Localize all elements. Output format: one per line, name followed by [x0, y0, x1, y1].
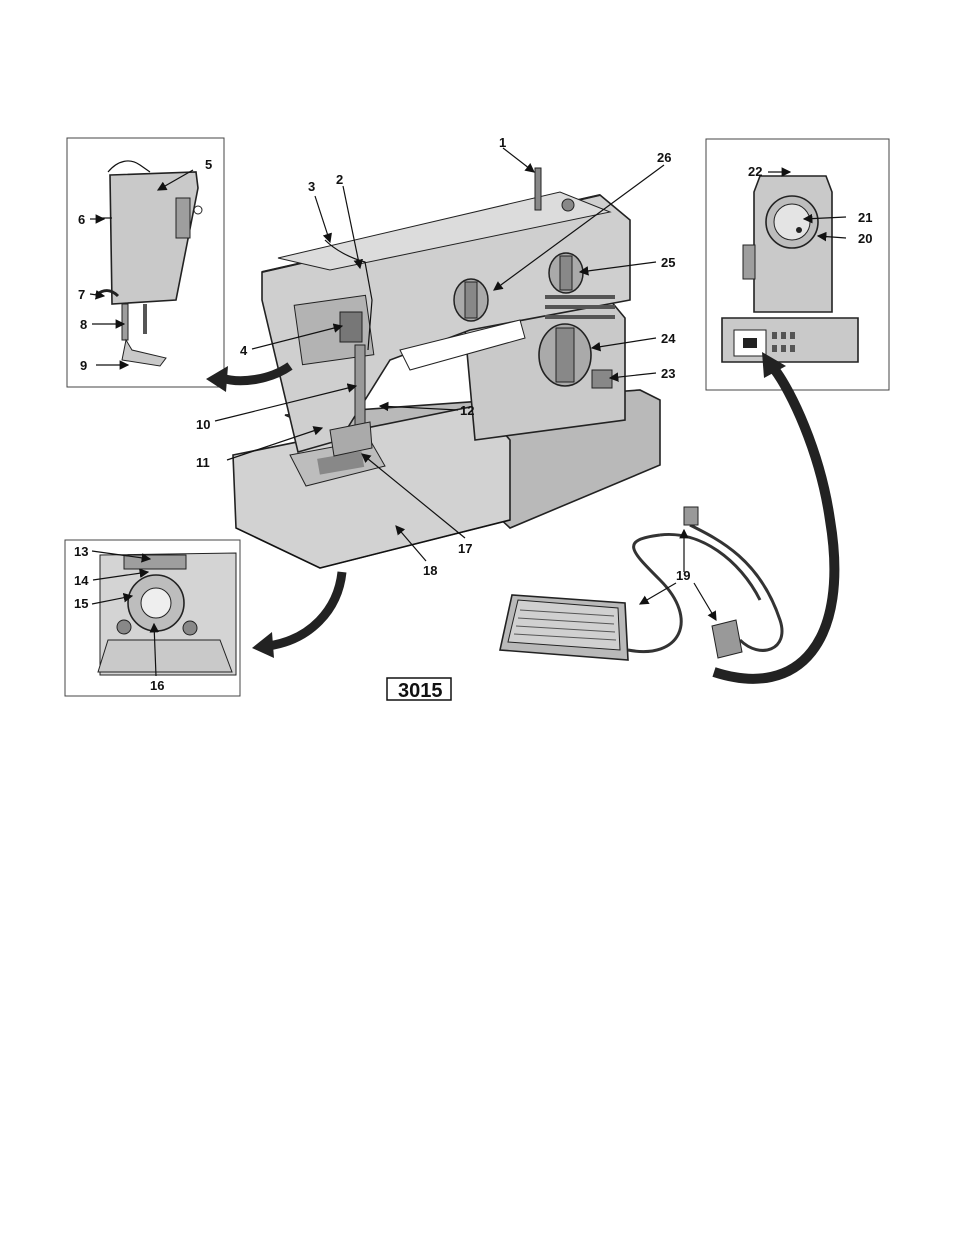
callout-5: 5	[205, 157, 212, 172]
callout-16: 16	[150, 678, 164, 693]
callout-24: 24	[661, 331, 676, 346]
callout-9: 9	[80, 358, 87, 373]
model-number: 3015	[398, 680, 443, 702]
callout-20: 20	[858, 231, 872, 246]
callout-7: 7	[78, 287, 85, 302]
callout-19: 19	[676, 568, 690, 583]
callout-2: 2	[336, 172, 343, 187]
inset-bobbin-area	[65, 540, 240, 696]
callout-6: 6	[78, 212, 85, 227]
callout-14: 14	[74, 573, 89, 588]
callout-25: 25	[661, 255, 675, 270]
callout-10: 10	[196, 417, 210, 432]
callout-12: 12	[460, 403, 474, 418]
inset-rear-view	[706, 139, 889, 390]
callout-4: 4	[240, 343, 248, 358]
callout-22: 22	[748, 164, 762, 179]
callout-23: 23	[661, 366, 675, 381]
model-number-box: 3015	[387, 678, 451, 702]
callout-26: 26	[657, 150, 671, 165]
callout-8: 8	[80, 317, 87, 332]
callout-11: 11	[196, 455, 210, 470]
sewing-machine-main	[233, 168, 660, 568]
callout-17: 17	[458, 541, 472, 556]
callout-3: 3	[308, 179, 315, 194]
callout-21: 21	[858, 210, 872, 225]
foot-control	[500, 507, 782, 660]
callout-18: 18	[423, 563, 437, 578]
callout-1: 1	[499, 135, 506, 150]
inset-side-view	[67, 138, 224, 387]
callout-13: 13	[74, 544, 88, 559]
callout-15: 15	[74, 596, 88, 611]
